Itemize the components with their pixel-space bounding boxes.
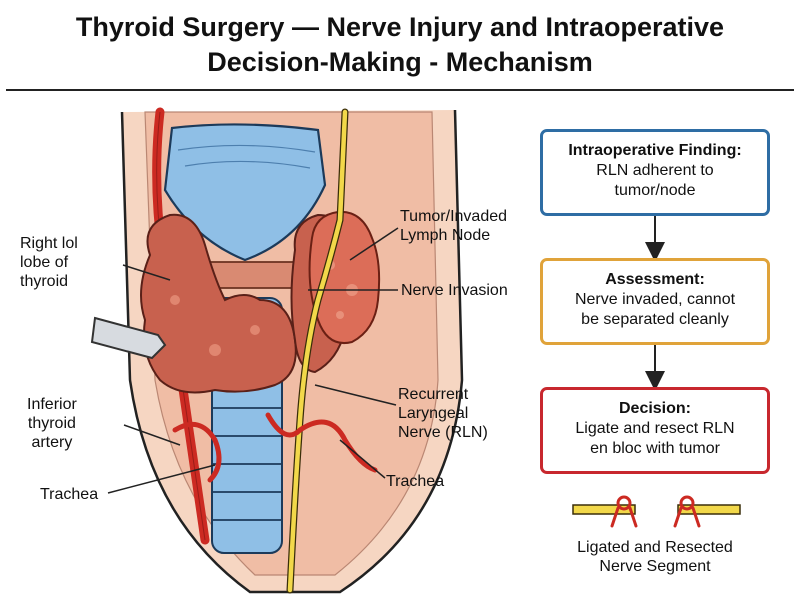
trachea-label-right: Trachea bbox=[386, 473, 445, 490]
right-lobe-label-line: Right lol bbox=[20, 235, 78, 252]
assessment-heading: Assessment: bbox=[605, 271, 705, 288]
ligated-nerve-legend-icon bbox=[572, 495, 741, 528]
right-lobe-label-line: thyroid bbox=[20, 273, 69, 290]
title-line-1: Thyroid Surgery — Nerve Injury and Intra… bbox=[75, 12, 725, 42]
legend-caption-line: Ligated and Resected bbox=[577, 539, 733, 556]
legend-caption-line: Nerve Segment bbox=[599, 558, 711, 575]
finding-line: tumor/node bbox=[614, 182, 696, 199]
tumor-label: Tumor/Invaded Lymph Node bbox=[400, 207, 507, 245]
right-lobe-label-line: lobe of bbox=[20, 254, 69, 271]
rln-label-line: Recurrent bbox=[398, 386, 469, 403]
tumor-label-line: Tumor/Invaded bbox=[400, 208, 508, 225]
inferior-artery-label-line: thyroid bbox=[27, 415, 76, 432]
finding-line: RLN adherent to bbox=[596, 162, 714, 179]
inferior-artery-label: Inferior thyroid artery bbox=[27, 395, 77, 452]
inferior-thyroid-artery-right bbox=[265, 412, 378, 473]
tumor-invaded-node bbox=[308, 210, 381, 344]
rln-label: Recurrent Laryngeal Nerve (RLN) bbox=[398, 385, 488, 442]
legend-caption: Ligated and Resected Nerve Segment bbox=[540, 538, 770, 576]
right-lobe-label: Right lol lobe of thyroid bbox=[20, 234, 78, 291]
tumor-label-line: Lymph Node bbox=[400, 227, 491, 244]
title-divider bbox=[6, 89, 794, 91]
finding-box: Intraoperative Finding: RLN adherent to … bbox=[540, 129, 770, 216]
decision-line: en bloc with tumor bbox=[590, 440, 720, 457]
nerve-invasion-label: Nerve Invasion bbox=[401, 282, 508, 299]
inferior-artery-label-line: Inferior bbox=[27, 396, 77, 413]
title-line-2: Decision-Making - Mechanism bbox=[207, 47, 593, 77]
assessment-line: be separated cleanly bbox=[581, 311, 729, 328]
rln-label-line: Nerve (RLN) bbox=[398, 424, 488, 441]
rln-label-line: Laryngeal bbox=[398, 405, 469, 422]
decision-line: Ligate and resect RLN bbox=[575, 420, 735, 437]
finding-heading: Intraoperative Finding: bbox=[568, 142, 742, 159]
label-leader-lines bbox=[107, 227, 399, 494]
inferior-thyroid-artery-left bbox=[172, 421, 222, 483]
inferior-artery-label-line: artery bbox=[31, 434, 73, 451]
diagram-title: Thyroid Surgery — Nerve Injury and Intra… bbox=[0, 10, 800, 80]
trachea-label-left: Trachea bbox=[40, 486, 99, 503]
decision-box: Decision: Ligate and resect RLN en bloc … bbox=[540, 387, 770, 474]
surgical-retractor bbox=[90, 316, 167, 360]
assessment-box: Assessment: Nerve invaded, cannot be sep… bbox=[540, 258, 770, 345]
decision-heading: Decision: bbox=[618, 400, 691, 417]
assessment-line: Nerve invaded, cannot bbox=[574, 291, 736, 308]
